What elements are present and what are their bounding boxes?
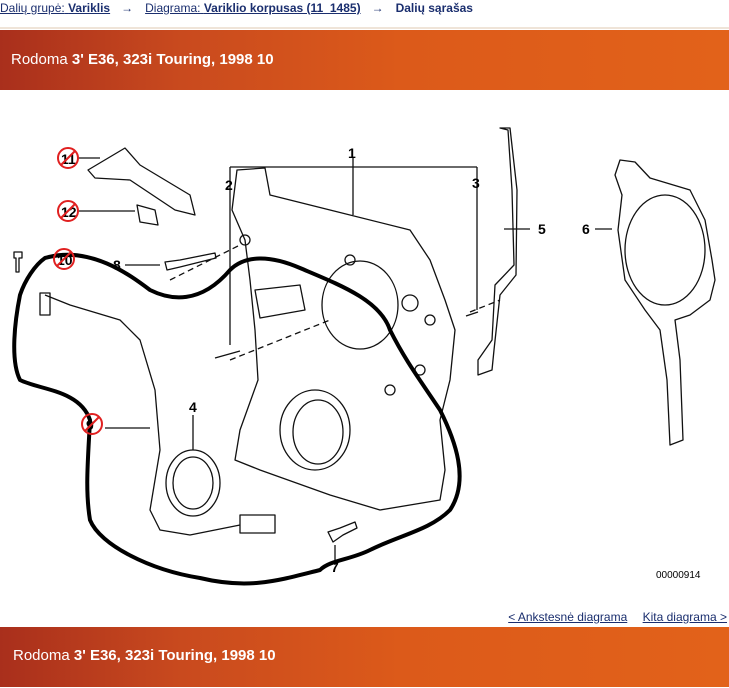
banner-prefix: Rodoma (13, 647, 70, 664)
banner-prefix: Rodoma (11, 51, 68, 68)
breadcrumb-arrow-icon: → (121, 1, 134, 15)
banner-vehicle: 3' E36, 323i Touring, 1998 10 (73, 647, 276, 664)
gasket-5 (477, 127, 518, 376)
prohibited-icon (53, 248, 75, 270)
breadcrumb-group-label: Dalių grupė: (0, 1, 65, 15)
breadcrumb-current: Dalių sąrašas (395, 1, 473, 15)
previous-diagram-link[interactable]: < Ankstesnė diagrama (508, 610, 628, 624)
callout-1: 1 (348, 145, 356, 161)
prohibited-icon (57, 147, 79, 169)
upper-bore (321, 260, 399, 350)
breadcrumb-diagram-link[interactable]: Diagrama: Variklio korpusas (11_1485) (145, 1, 360, 15)
crossed-callout-11: 11 (57, 147, 79, 169)
crossed-callout-12: 12 (57, 200, 79, 222)
hand-drawn-outline (12, 252, 462, 586)
sensor (39, 292, 51, 316)
connector (239, 514, 276, 534)
prohibited-icon (81, 413, 103, 435)
callout-7: 7 (331, 559, 339, 575)
prohibited-icon (57, 200, 79, 222)
divider (0, 27, 729, 29)
bolt-8 (164, 252, 217, 271)
callout-4: 4 (189, 399, 197, 415)
svg-text:10: 10 (57, 252, 73, 268)
callout-2: 2 (225, 177, 233, 193)
crossed-callout-9: 9 (81, 413, 103, 435)
banner-vehicle: 3' E36, 323i Touring, 1998 10 (71, 51, 274, 68)
breadcrumb-group-link[interactable]: Dalių grupė: Variklis (0, 1, 110, 15)
callout-3: 3 (472, 175, 480, 191)
diagram-id: 00000914 (656, 570, 701, 581)
breadcrumb-group-value: Variklis (68, 1, 111, 15)
callout-6: 6 (582, 221, 590, 237)
crank-bore (279, 389, 351, 471)
vehicle-banner-top: Rodoma 3' E36, 323i Touring, 1998 10 (0, 30, 729, 90)
callout-bracket (229, 157, 478, 345)
sensor-cable (44, 294, 241, 536)
breadcrumb: Dalių grupė: Variklis → Diagrama: Variklio… (0, 0, 729, 20)
breadcrumb-diagram-value: Variklio korpusas (11_1485) (203, 1, 361, 15)
bolt-7 (327, 521, 358, 543)
breadcrumb-arrow-icon: → (371, 1, 384, 15)
svg-text:12: 12 (61, 204, 77, 220)
seal-ring (165, 449, 221, 517)
housing-tab (254, 284, 306, 319)
next-diagram-link[interactable]: Kita diagrama > (642, 610, 727, 624)
crossed-callout-10: 10 (53, 248, 75, 270)
clip (136, 204, 159, 226)
timing-cover-housing (231, 167, 456, 511)
vehicle-banner-bottom: Rodoma 3' E36, 323i Touring, 1998 10 (0, 627, 729, 687)
diagram-navigation: < Ankstesnė diagrama Kita diagrama > (496, 610, 727, 624)
gasket-6 (614, 159, 716, 446)
parts-diagram: 1 2 3 4 5 6 7 8 11 12 10 9 (12, 127, 716, 586)
breadcrumb-diagram-label: Diagrama: (145, 1, 201, 15)
guide-rail (87, 147, 196, 216)
callout-8: 8 (113, 257, 121, 273)
callout-5: 5 (538, 221, 546, 237)
